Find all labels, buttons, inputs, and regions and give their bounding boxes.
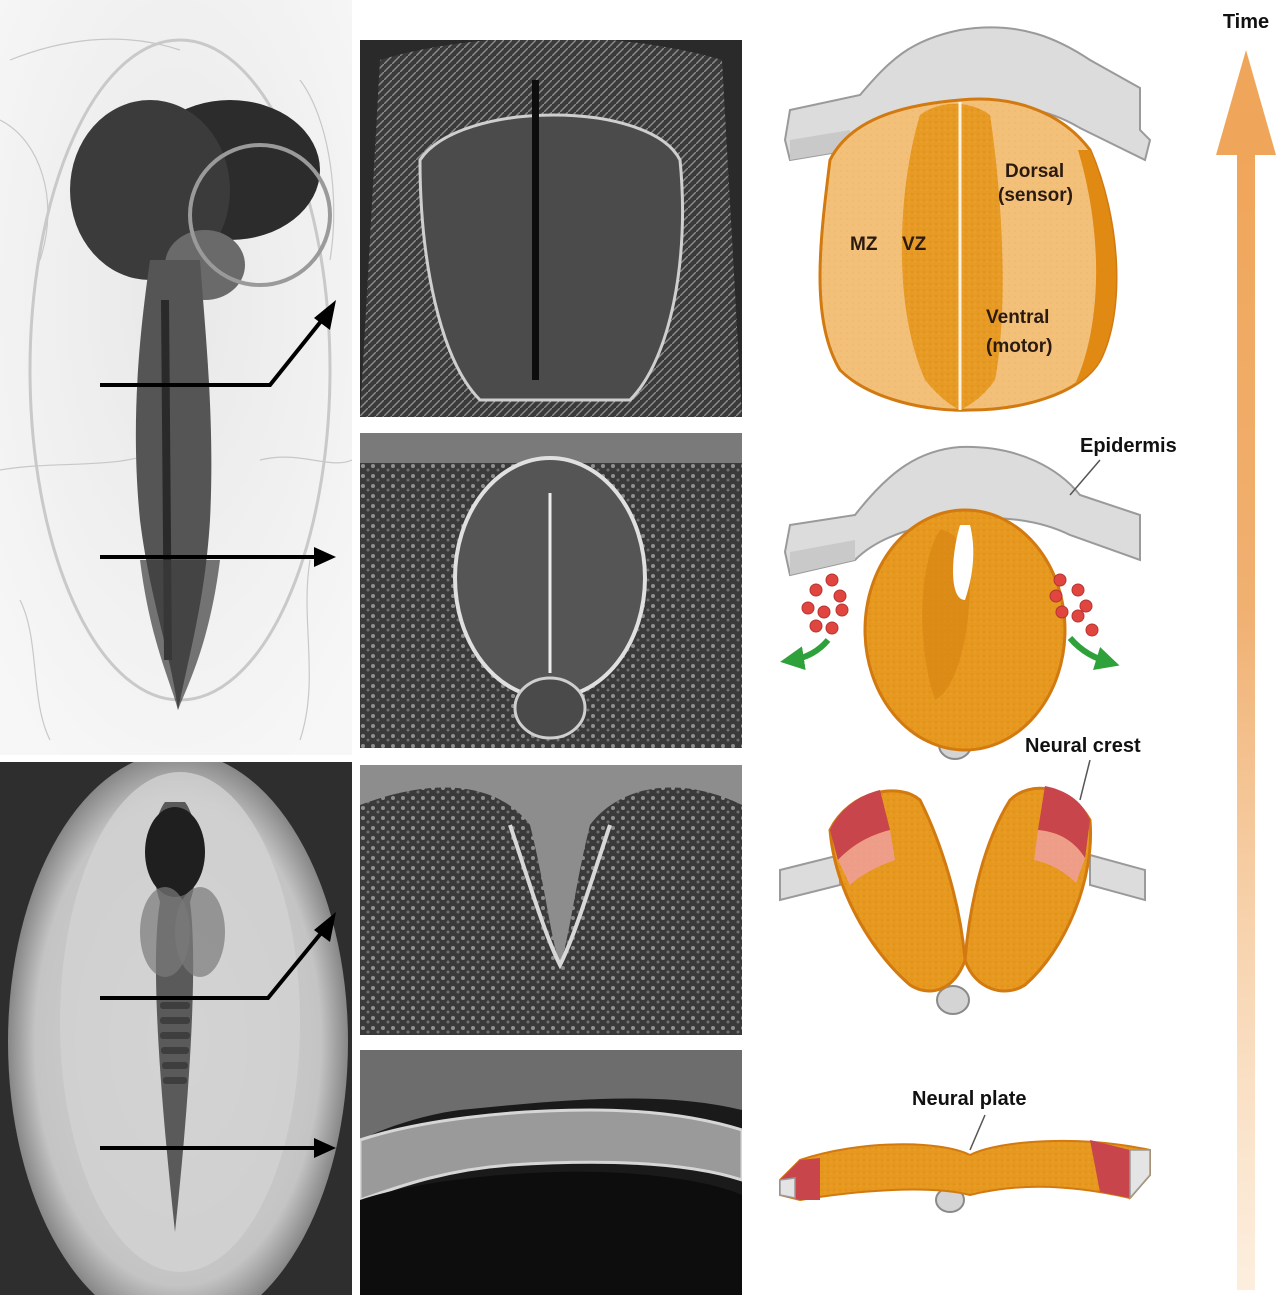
vz-label: VZ	[902, 234, 927, 255]
embryo-later-stage-photo	[0, 0, 352, 755]
dorsal-label-1: Dorsal	[1005, 161, 1064, 182]
stage-neural-plate: Neural plate	[780, 1088, 1150, 1212]
section-closed-tube-upper-photo	[360, 40, 742, 417]
section-neural-groove-photo	[360, 765, 742, 1035]
mz-label: MZ	[850, 234, 878, 255]
neural-tube-schematic: Time Dorsal (sensor) MZ VZ Ventral (moto…	[760, 0, 1283, 1295]
embryo-early-stage-photo	[0, 762, 352, 1295]
ventral-label-1: Ventral	[986, 307, 1049, 328]
stage-neural-folds: Neural crest	[780, 735, 1145, 1014]
ventral-label-2: (motor)	[986, 336, 1052, 357]
stage-differentiated-tube: Dorsal (sensor) MZ VZ Ventral (motor)	[785, 27, 1150, 410]
section-closed-tube-lower-photo	[360, 433, 742, 748]
dorsal-label-2: (sensor)	[998, 185, 1073, 206]
section-neural-plate-photo	[360, 1050, 742, 1295]
epidermis-label: Epidermis	[1080, 435, 1177, 457]
time-label: Time	[1223, 11, 1269, 33]
neural-crest-label: Neural crest	[1025, 735, 1141, 757]
neural-plate-label: Neural plate	[912, 1088, 1026, 1110]
time-arrow	[1216, 50, 1276, 1290]
stage-closed-tube: Epidermis	[785, 435, 1177, 759]
